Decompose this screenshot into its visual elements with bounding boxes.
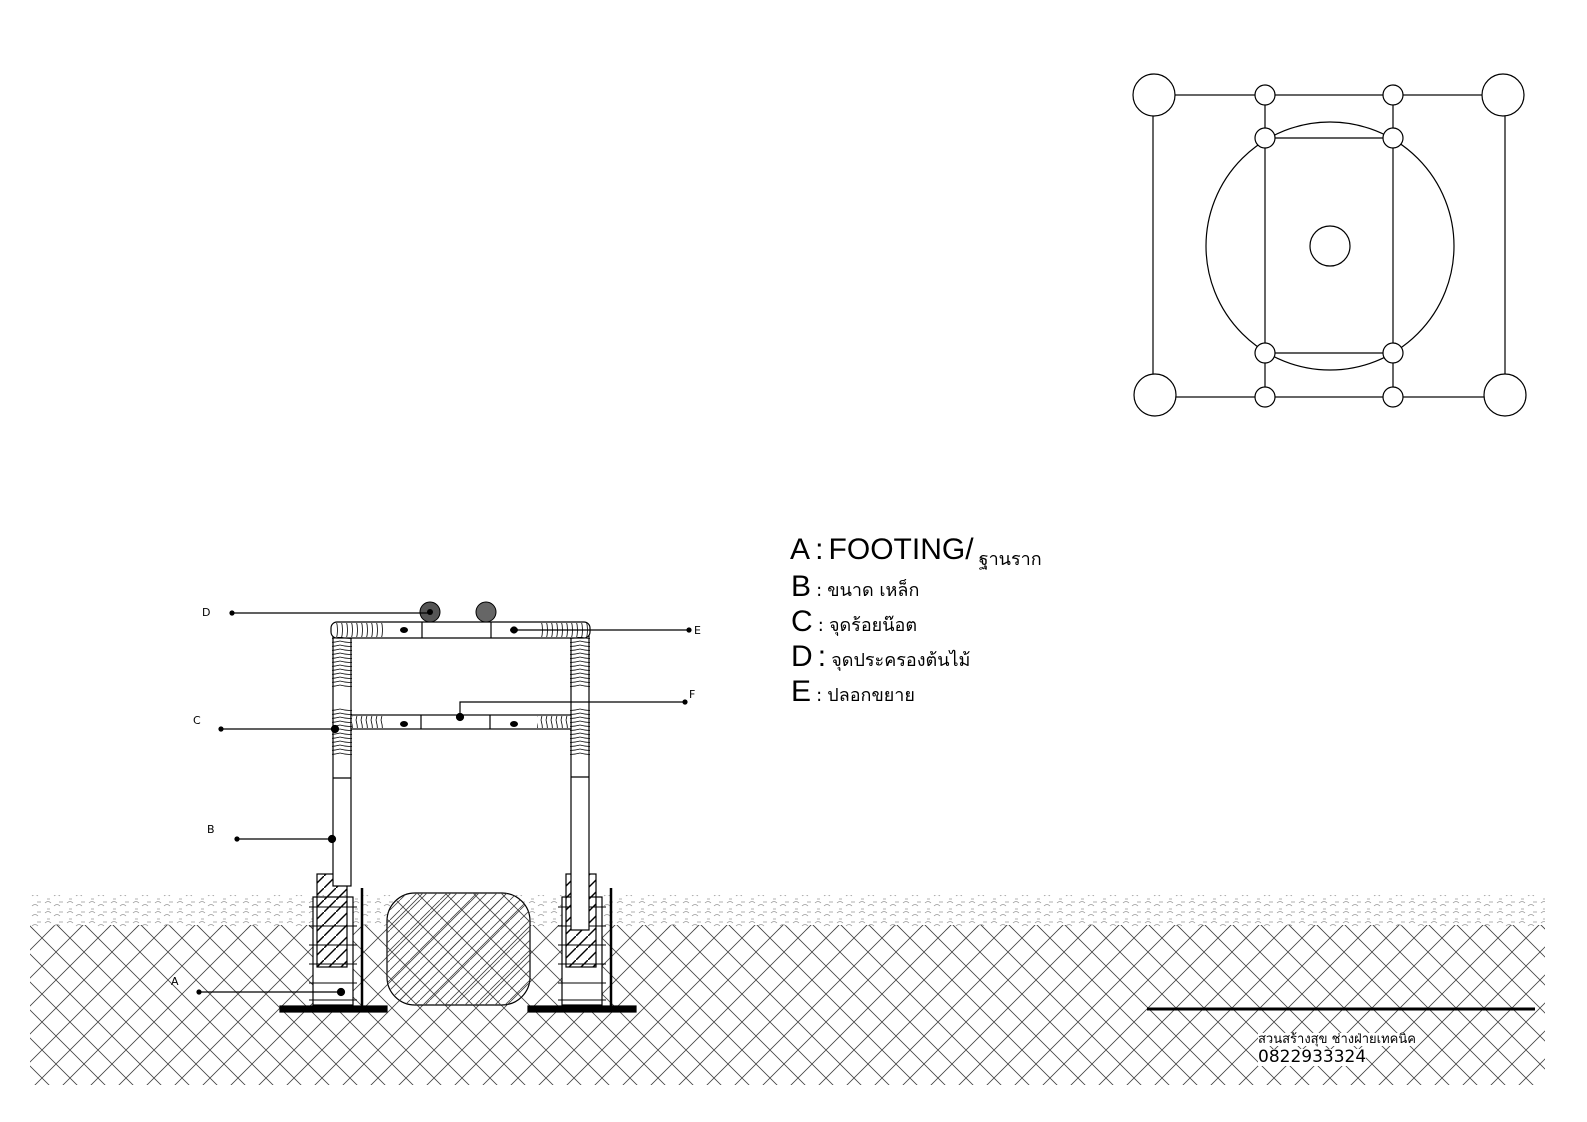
- legend-letter: B: [791, 570, 812, 603]
- legend-item-c: C : จุดร้อยน๊อต: [791, 607, 917, 637]
- footing-left: [279, 873, 388, 1013]
- bolt-points: [400, 627, 518, 727]
- legend-sep: :: [816, 685, 823, 706]
- steel-frame: [330, 621, 591, 931]
- legend-subtext: ฐานราก: [978, 549, 1042, 570]
- callout-d: D: [202, 606, 211, 619]
- callout-e: E: [694, 624, 701, 637]
- legend-text: จุดร้อยน๊อต: [828, 615, 918, 636]
- legend-letter: A: [790, 533, 811, 566]
- callout-a: A: [171, 975, 179, 988]
- tree-support-points: [419, 601, 497, 623]
- legend-letter: C: [791, 605, 813, 638]
- legend-sep: :: [817, 615, 824, 636]
- plan-view: [1132, 73, 1527, 417]
- callout-f: F: [689, 688, 696, 701]
- legend-letter: D: [791, 640, 813, 673]
- callout-c: C: [193, 714, 201, 727]
- legend-text: ปลอกขยาย: [827, 685, 915, 706]
- legend-text: FOOTING/: [828, 533, 974, 566]
- legend-text: ขนาด เหล็ก: [827, 580, 920, 601]
- callout-b: B: [207, 823, 215, 836]
- legend-item-b: B : ขนาด เหล็ก: [791, 572, 919, 602]
- legend-letter: E: [791, 675, 812, 708]
- legend-sep: :: [817, 640, 827, 673]
- leader-lines: [196, 610, 692, 997]
- legend-sep: :: [816, 580, 823, 601]
- signature-name: สวนสร้างสุข ช่างฝ่ายเทคนิค: [1258, 1032, 1416, 1047]
- legend-sep: :: [815, 533, 824, 566]
- legend-item-d: D : จุดประครองต้นไม้: [791, 642, 970, 672]
- signature-phone: 0822933324: [1258, 1047, 1367, 1067]
- legend-text: จุดประครองต้นไม้: [831, 650, 971, 671]
- legend-item-a: A : FOOTING/ ฐานราก: [790, 533, 1042, 569]
- legend-item-e: E : ปลอกขยาย: [791, 677, 915, 707]
